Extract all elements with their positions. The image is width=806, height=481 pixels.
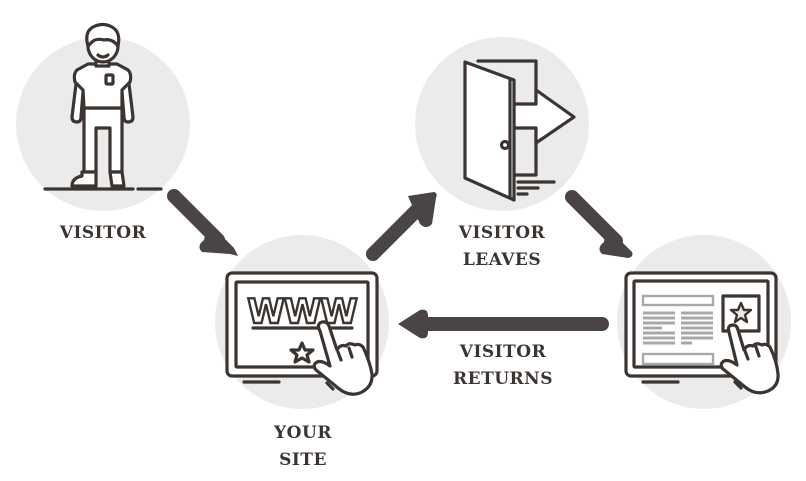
arrow-visitor-to-site <box>167 189 238 256</box>
arrow-leaves-to-return <box>565 190 633 258</box>
content-text-lines <box>643 311 713 345</box>
visitor-returns-label: VISITOR RETURNS <box>430 339 576 393</box>
arrow-site-to-leaves <box>366 192 437 261</box>
arrow-return-to-site <box>398 309 609 339</box>
visitor-leaves-label-line-1: VISITOR <box>458 223 546 243</box>
your-site-label-line-1: YOUR <box>274 423 332 443</box>
tablet-content-star-icon <box>624 271 780 395</box>
visitor-leaves-label-line-2: LEAVES <box>462 250 542 270</box>
content-footer-block <box>641 352 715 366</box>
exit-door-icon <box>463 59 576 202</box>
visitor-returns-label-line-1: VISITOR <box>459 342 547 362</box>
visitor-leaves-label: VISITOR LEAVES <box>439 220 565 274</box>
visitor-returns-label-line-2: RETURNS <box>452 369 553 389</box>
your-site-label: YOUR SITE <box>240 420 366 474</box>
star-icon <box>729 301 753 324</box>
www-text: WWW <box>247 292 357 332</box>
visitor-label-line: VISITOR <box>59 223 147 243</box>
your-site-label-line-2: SITE <box>279 450 327 470</box>
person-icon <box>43 22 163 191</box>
tablet-www-icon: WWW <box>225 271 379 396</box>
visitor-label: VISITOR <box>40 220 166 247</box>
content-header-block <box>641 294 715 307</box>
